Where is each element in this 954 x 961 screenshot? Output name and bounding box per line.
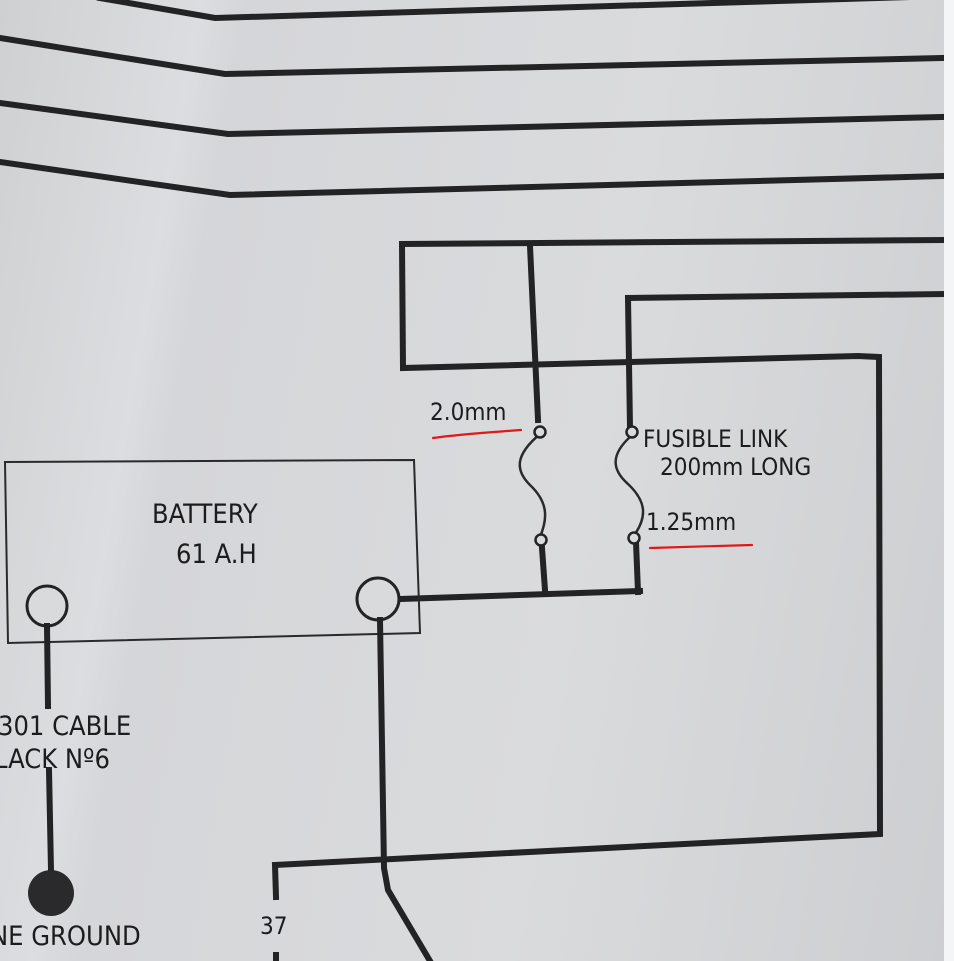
annotation-underline-right [648,543,754,550]
battery-capacity: 61 A.H [176,539,257,570]
wire-left-drop [526,242,542,424]
link-terminal [533,425,547,439]
wire-right-lower [632,538,642,596]
battery-name: BATTERY [152,499,258,530]
fusible-link-left-curve [518,433,547,538]
annotation-underline-left [431,428,523,440]
top-wire-4 [0,158,948,199]
wire-negative-upper [43,622,52,710]
wire-top-loop [271,236,948,901]
battery-positive-terminal [355,576,401,622]
ground-label: NE GROUND [0,921,141,952]
link-size-right: 1.25mm [646,508,736,536]
battery-outline [3,458,422,645]
wire-left-lower [538,544,549,594]
cable-label-line1: 301 CABLE [0,711,131,742]
connector-label: 37 [260,912,287,940]
link-terminal [625,425,639,439]
link-terminal [534,533,548,547]
wire-negative-lower [45,766,55,874]
battery-negative-terminal [25,584,69,628]
ground-cable [28,622,74,916]
page-edge [944,0,954,961]
ground-point [28,870,74,916]
wire-positive-down [376,616,434,961]
fusible-link-title: FUSIBLE LINK [643,425,788,453]
wire-inner-loop [624,290,948,432]
fusible-link-right-curve [614,435,645,535]
fusible-link-left [518,425,548,547]
link-terminal [627,531,641,545]
top-wire-1 [96,0,911,22]
top-wire-3 [0,99,948,138]
battery: BATTERY 61 A.H [3,458,422,645]
fusible-link-wiring [271,236,948,901]
link-size-left: 2.0mm [430,398,506,426]
top-wire-2 [0,34,948,78]
fusible-link-length: 200mm LONG [660,453,811,481]
fusible-link-right [614,425,645,545]
cable-label-line2: LACK Nº6 [0,744,110,775]
top-wire-bundle [0,0,948,199]
wire-battery-to-link [396,587,644,603]
